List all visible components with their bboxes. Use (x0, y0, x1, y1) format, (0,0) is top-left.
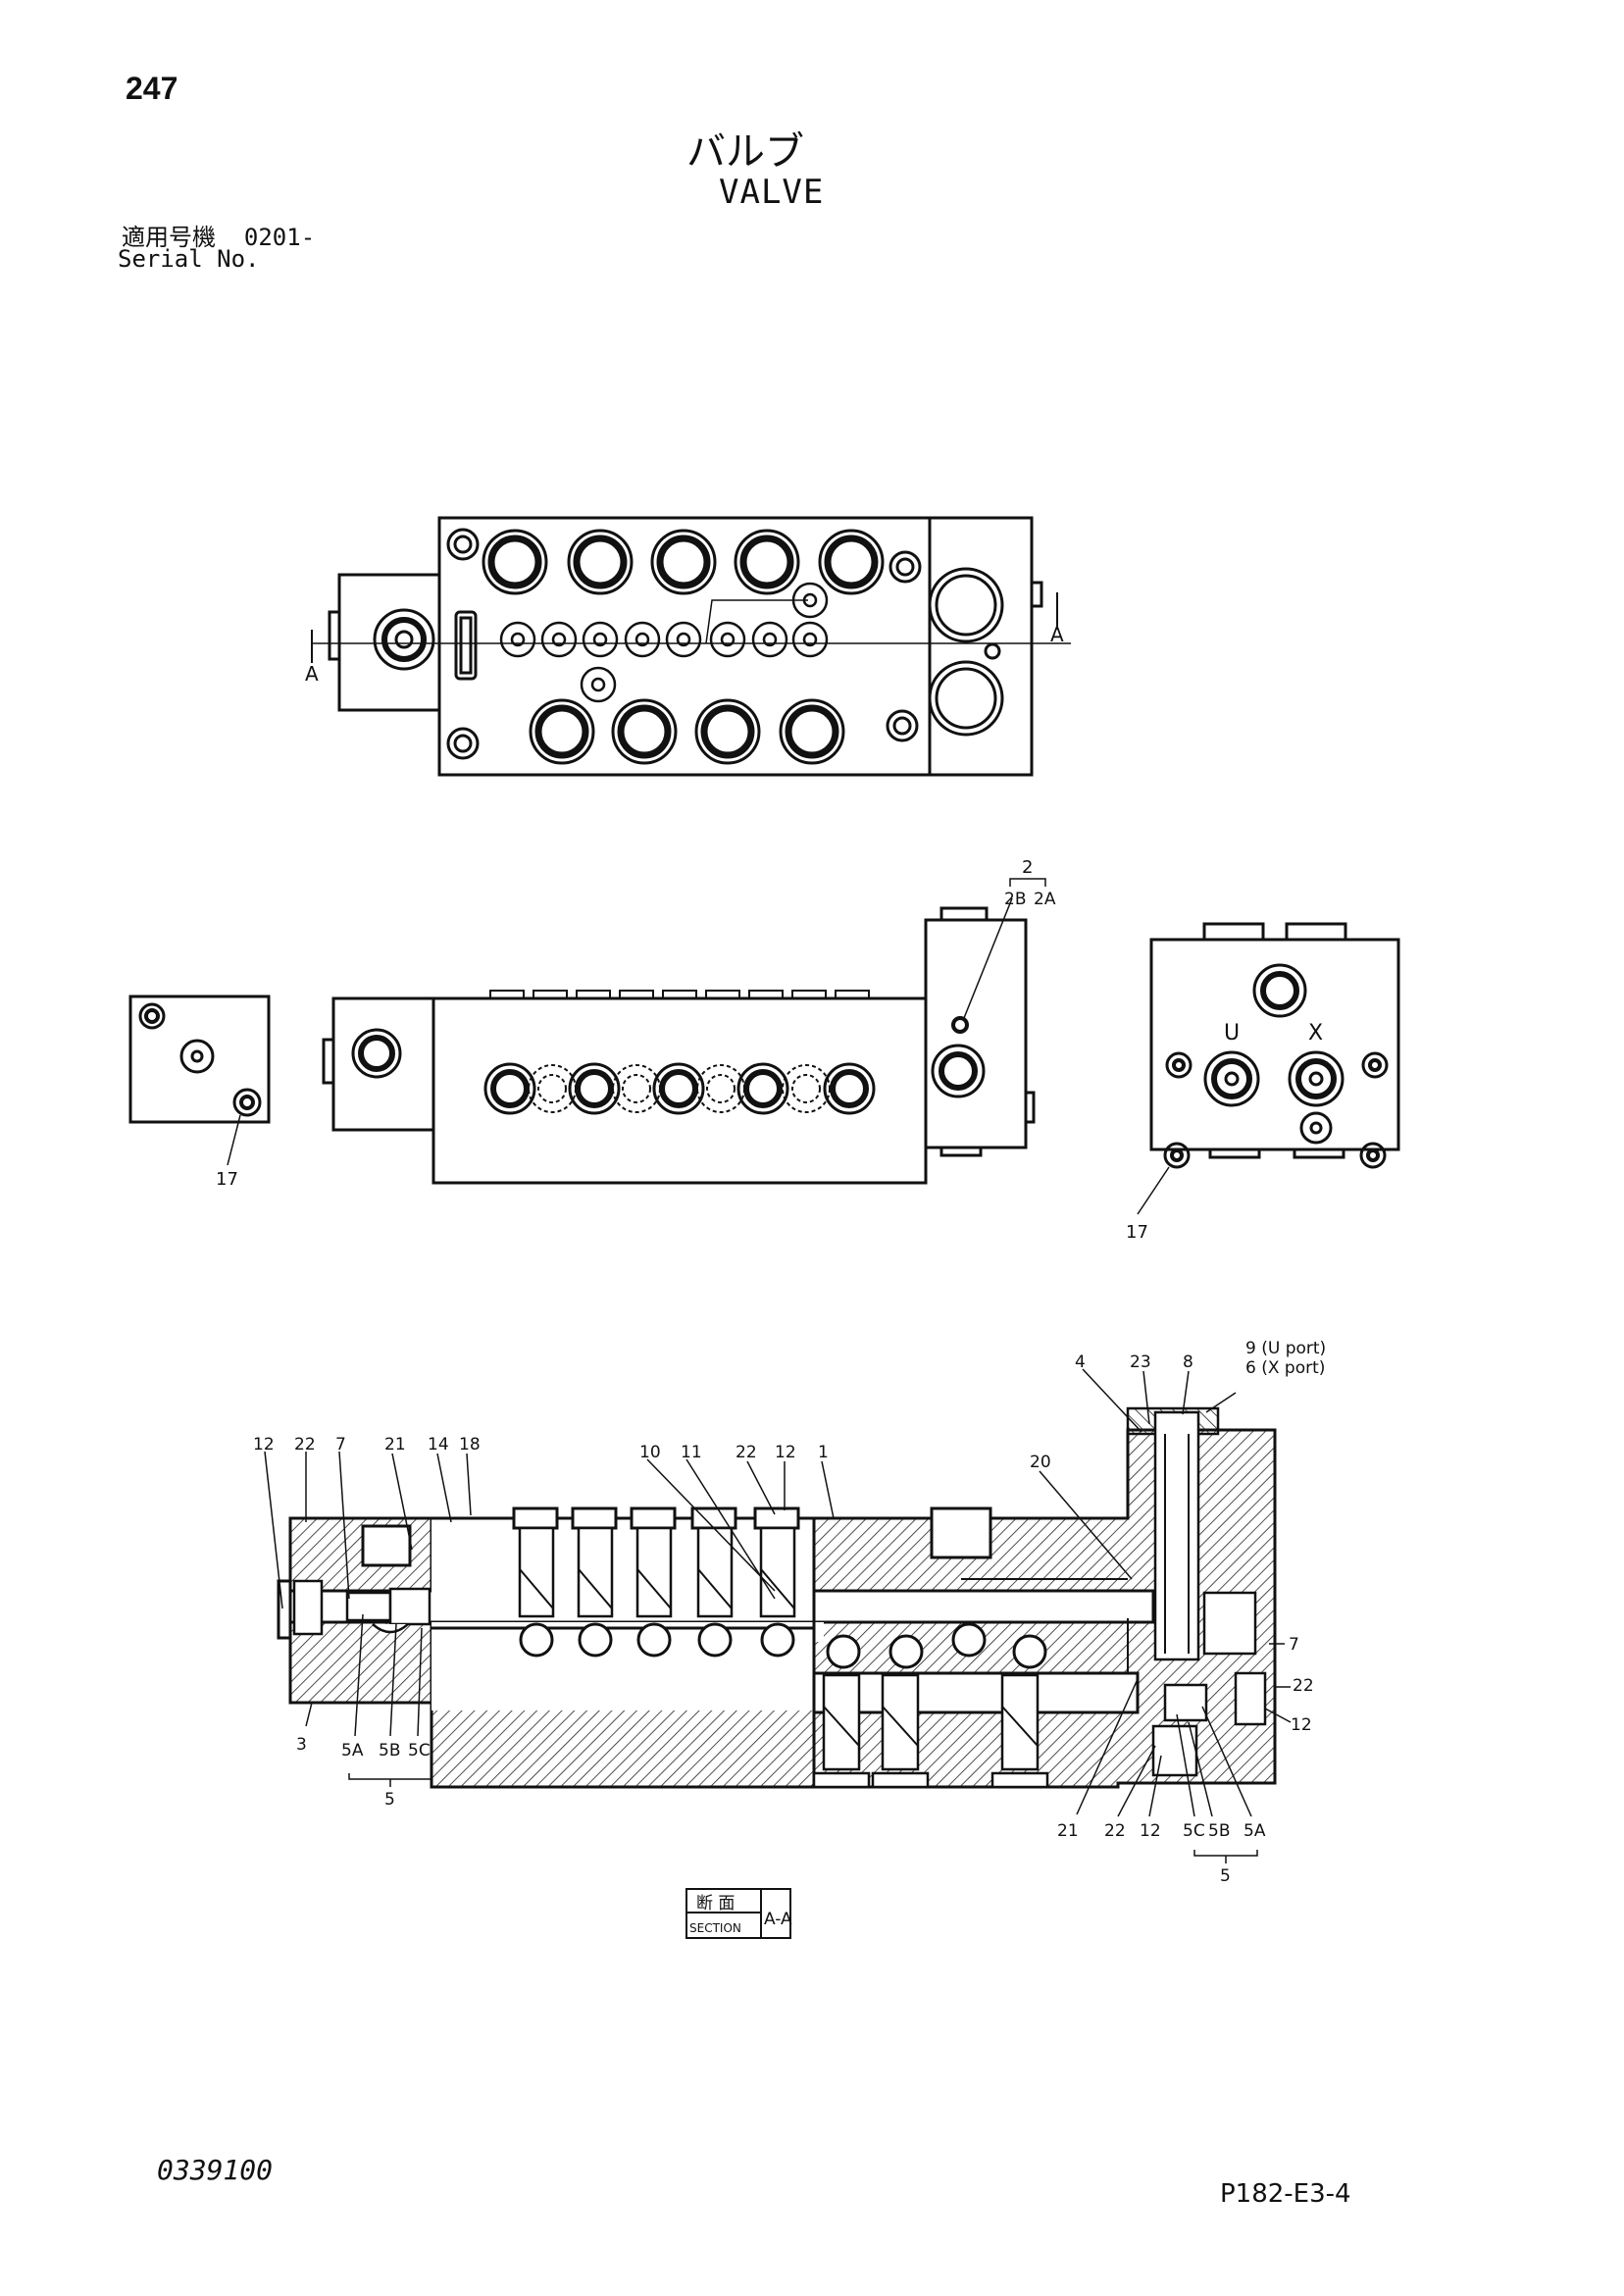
callout-5a-right: 5A (1243, 1821, 1266, 1841)
callout-22-c: 22 (1293, 1676, 1314, 1696)
serial-label-jp: 適用号機 (122, 224, 216, 251)
port-label-u: U (1224, 1021, 1240, 1046)
callout-7-a: 7 (335, 1435, 346, 1454)
callout-3: 3 (296, 1735, 307, 1755)
page-number: 247 (126, 71, 178, 106)
callout-5a-left: 5A (341, 1741, 364, 1760)
callout-17-right: 17 (1126, 1222, 1148, 1243)
drawing-number: 0339100 (157, 2154, 274, 2186)
callout-1: 1 (818, 1443, 829, 1462)
callout-22-d: 22 (1104, 1821, 1126, 1841)
top-view (311, 516, 1071, 777)
callout-14: 14 (428, 1435, 449, 1454)
callout-22-a: 22 (294, 1435, 316, 1454)
callout-18: 18 (459, 1435, 481, 1454)
title-japanese: バルブ (686, 129, 804, 175)
callout-12-a: 12 (253, 1435, 275, 1454)
side-left-view (128, 995, 271, 1166)
callout-5-left: 5 (384, 1790, 395, 1810)
callout-2b: 2B (1004, 890, 1026, 909)
callout-4: 4 (1075, 1352, 1086, 1372)
section-view (264, 1368, 1292, 1939)
callout-20: 20 (1030, 1453, 1051, 1472)
callout-12-c: 12 (1291, 1715, 1312, 1735)
callout-12-d: 12 (1140, 1821, 1161, 1841)
callout-7-b: 7 (1289, 1635, 1299, 1655)
callout-17-left: 17 (216, 1169, 238, 1190)
section-label-jp: 断 面 (696, 1894, 735, 1913)
callout-11: 11 (681, 1443, 702, 1462)
section-id: A-A (764, 1910, 792, 1929)
page-code: P182-E3-4 (1220, 2179, 1351, 2209)
serial-number-line: 適用号機 0201- (122, 218, 315, 252)
callout-21-a: 21 (384, 1435, 406, 1454)
serial-value: 0201- (243, 224, 316, 251)
section-label-en: SECTION (689, 1921, 741, 1935)
callout-5c-left: 5C (408, 1741, 431, 1760)
section-mark-left: A (305, 662, 319, 686)
port-note-u: 9 (U port) (1245, 1339, 1326, 1358)
callout-21-b: 21 (1057, 1821, 1079, 1841)
front-view (322, 878, 1046, 1185)
callout-2a: 2A (1034, 890, 1056, 909)
callout-2: 2 (1022, 857, 1033, 878)
callout-5b-left: 5B (379, 1741, 400, 1760)
port-note-x: 6 (X port) (1245, 1358, 1325, 1378)
callout-5b-right: 5B (1208, 1821, 1230, 1841)
callout-22-b: 22 (736, 1443, 757, 1462)
section-mark-right: A (1050, 623, 1064, 646)
callout-10: 10 (639, 1443, 661, 1462)
side-right-view (1137, 922, 1400, 1215)
callout-5-right: 5 (1220, 1866, 1231, 1886)
port-label-x: X (1308, 1021, 1323, 1046)
serial-label-en: Serial No. (118, 245, 260, 273)
callout-8: 8 (1183, 1352, 1193, 1372)
callout-23: 23 (1130, 1352, 1151, 1372)
callout-5c-right: 5C (1183, 1821, 1205, 1841)
callout-12-b: 12 (775, 1443, 796, 1462)
title-english: VALVE (719, 173, 825, 212)
